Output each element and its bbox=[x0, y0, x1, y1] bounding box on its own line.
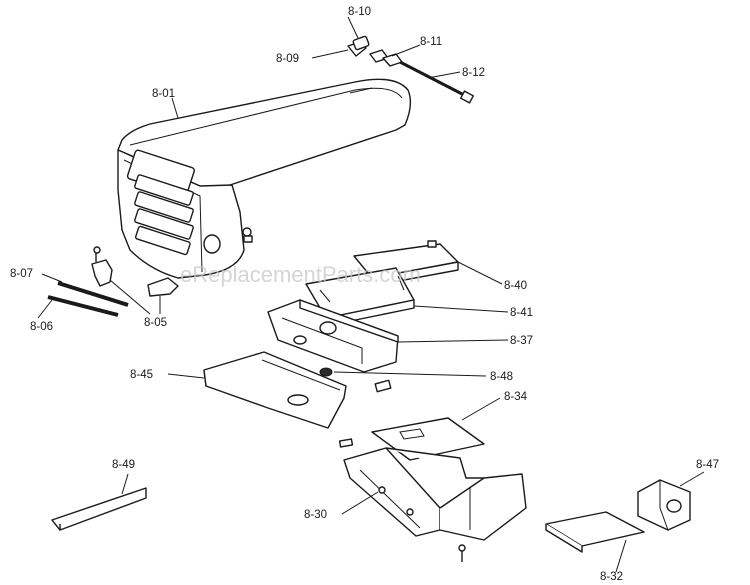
label-8-07: 8-07 bbox=[10, 268, 33, 280]
label-8-40: 8-40 bbox=[504, 280, 527, 292]
label-8-09: 8-09 bbox=[276, 53, 299, 65]
hood-bracket-parts bbox=[47, 246, 179, 317]
leader-lines bbox=[37, 16, 705, 573]
watermark: eReplacementParts.com bbox=[180, 262, 421, 287]
label-8-10: 8-10 bbox=[348, 6, 371, 18]
frame bbox=[338, 438, 527, 562]
rear-bracket bbox=[637, 479, 691, 531]
hood-hinge-hardware bbox=[242, 35, 474, 243]
part-labels: 8-01 8-10 8-09 8-11 8-12 8-07 8-06 8-05 … bbox=[10, 6, 719, 583]
floor-pan bbox=[203, 351, 392, 429]
label-8-01: 8-01 bbox=[152, 88, 175, 100]
label-8-05: 8-05 bbox=[144, 317, 167, 329]
label-8-41: 8-41 bbox=[510, 307, 533, 319]
label-8-12: 8-12 bbox=[462, 67, 485, 79]
label-8-06: 8-06 bbox=[30, 321, 53, 333]
footrest-plate bbox=[545, 511, 645, 553]
label-8-37: 8-37 bbox=[510, 335, 533, 347]
label-8-48: 8-48 bbox=[490, 371, 513, 383]
label-8-11: 8-11 bbox=[420, 36, 442, 48]
label-8-45: 8-45 bbox=[130, 369, 153, 381]
label-8-49: 8-49 bbox=[112, 459, 135, 471]
hood bbox=[117, 78, 412, 279]
label-8-34: 8-34 bbox=[504, 391, 528, 403]
label-8-30: 8-30 bbox=[304, 509, 327, 521]
label-8-47: 8-47 bbox=[696, 459, 719, 471]
support-bar bbox=[51, 487, 147, 531]
label-8-32: 8-32 bbox=[600, 571, 623, 583]
